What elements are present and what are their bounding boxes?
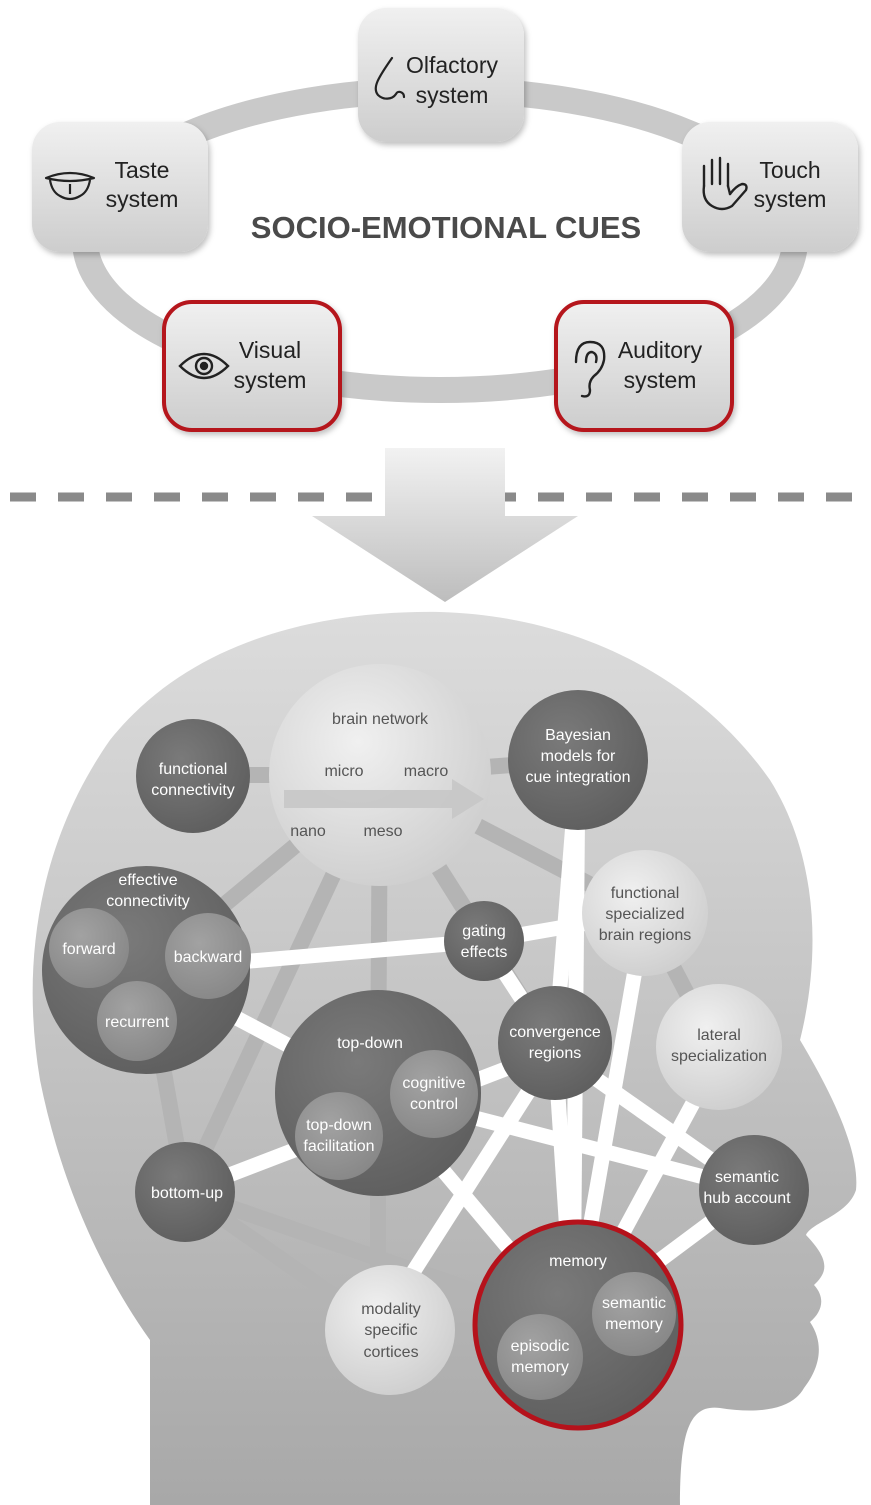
episodic-memory-label-2: memory: [511, 1359, 569, 1376]
taste-system-box: [32, 122, 208, 252]
modality-label-1: modality: [361, 1301, 421, 1318]
touch-system-box: [682, 122, 858, 252]
gating-effects-node: [444, 901, 524, 981]
bottom-up-label: bottom-up: [151, 1185, 223, 1202]
auditory-label-line1: Auditory: [618, 337, 703, 363]
modality-specific-cortices-node: [325, 1265, 455, 1395]
functional-specialized-label-2: specialized: [605, 906, 684, 923]
auditory-label-line2: system: [624, 367, 697, 393]
lateral-label-1: lateral: [697, 1027, 741, 1044]
functional-connectivity-node: [136, 719, 250, 833]
modality-label-3: cortices: [363, 1344, 418, 1361]
bayesian-label-1: Bayesian: [545, 727, 611, 744]
bayesian-models-node: [508, 690, 648, 830]
convergence-label-2: regions: [529, 1045, 581, 1062]
functional-specialized-label-1: functional: [611, 885, 680, 902]
gating-label-1: gating: [462, 923, 506, 940]
lateral-specialization-node: [656, 984, 782, 1110]
semantic-hub-label-1: semantic: [715, 1169, 779, 1186]
socio-emotional-title: SOCIO-EMOTIONAL CUES: [251, 210, 641, 245]
semantic-hub-label-2: hub account: [703, 1190, 791, 1207]
backward-label: backward: [174, 949, 242, 966]
top-down-label: top-down: [337, 1035, 403, 1052]
semantic-memory-node: [592, 1272, 676, 1356]
ear-icon: [574, 340, 606, 398]
recurrent-label: recurrent: [105, 1014, 170, 1031]
brain-network-title: brain network: [332, 711, 429, 728]
memory-label: memory: [549, 1253, 607, 1270]
effective-connectivity-label-1: effective: [118, 872, 177, 889]
auditory-system-box: [554, 300, 734, 432]
lateral-label-2: specialization: [671, 1048, 767, 1065]
semantic-memory-label-1: semantic: [602, 1295, 666, 1312]
touch-label-line1: Touch: [759, 157, 820, 183]
cognitive-control-label-1: cognitive: [402, 1075, 465, 1092]
brain-network-node: [269, 664, 491, 886]
top-down-facilitation-node: [295, 1092, 383, 1180]
recurrent-node: [97, 981, 177, 1061]
eye-icon: [178, 352, 230, 380]
convergence-label-1: convergence: [509, 1024, 601, 1041]
visual-label-line1: Visual: [239, 337, 301, 363]
top-down-facilitation-label-1: top-down: [306, 1117, 372, 1134]
cognitive-control-label-2: control: [410, 1096, 458, 1113]
olfactory-system-box: [358, 8, 524, 142]
bayesian-label-2: models for: [541, 748, 616, 765]
olfactory-label-line2: system: [416, 82, 489, 108]
functional-connectivity-label-2: connectivity: [151, 782, 235, 799]
scale-meso: meso: [363, 823, 402, 840]
olfactory-label-line1: Olfactory: [406, 52, 499, 78]
visual-label-line2: system: [234, 367, 307, 393]
functional-specialized-label-3: brain regions: [599, 927, 692, 944]
top-down-facilitation-label-2: facilitation: [303, 1138, 374, 1155]
episodic-memory-node: [497, 1314, 583, 1400]
touch-label-line2: system: [754, 186, 827, 212]
nose-icon: [374, 56, 406, 100]
scale-micro: micro: [324, 763, 363, 780]
effective-connectivity-label-2: connectivity: [106, 893, 190, 910]
backward-node: [165, 913, 251, 999]
scale-nano: nano: [290, 823, 326, 840]
functional-specialized-node: [582, 850, 708, 976]
functional-connectivity-label-1: functional: [159, 761, 228, 778]
down-arrow: [312, 448, 578, 602]
visual-system-box: [162, 300, 342, 432]
modality-label-2: specific: [364, 1322, 417, 1339]
episodic-memory-label-1: episodic: [511, 1338, 570, 1355]
taste-label-line1: Taste: [115, 157, 170, 183]
scale-macro: macro: [404, 763, 449, 780]
cognitive-control-node: [390, 1050, 478, 1138]
bayesian-label-3: cue integration: [526, 769, 631, 786]
forward-node: [49, 908, 129, 988]
forward-label: forward: [62, 941, 115, 958]
semantic-hub-node: [699, 1135, 809, 1245]
taste-label-line2: system: [106, 186, 179, 212]
gating-label-2: effects: [461, 944, 508, 961]
tongue-icon: [44, 171, 96, 201]
convergence-regions-node: [498, 986, 612, 1100]
semantic-memory-label-2: memory: [605, 1316, 663, 1333]
hand-icon: [702, 156, 748, 211]
bottom-up-node: [135, 1142, 235, 1242]
